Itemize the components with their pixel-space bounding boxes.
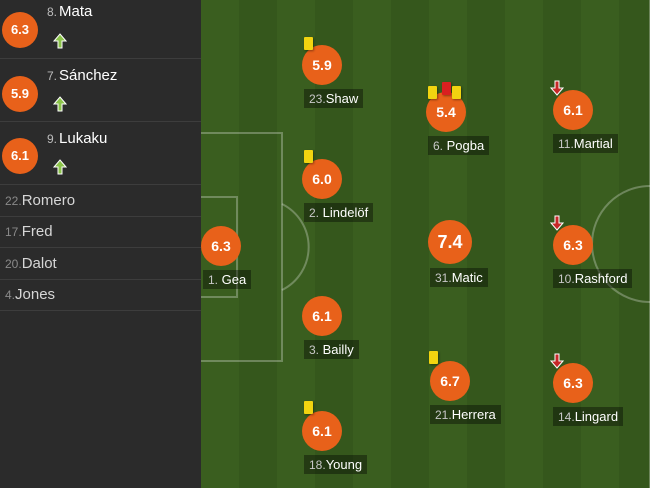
player-number: 6.: [433, 139, 444, 153]
rating-badge: 6.1: [2, 138, 38, 174]
player-number: 18.: [309, 458, 326, 472]
player-name: Mata: [59, 3, 93, 20]
player-name: Pogba: [446, 138, 485, 153]
player-number: 23.: [309, 92, 326, 106]
player-number: 21.: [435, 408, 452, 422]
rating-badge: 6.1: [302, 296, 342, 336]
bench-row[interactable]: 20.Dalot: [0, 248, 201, 280]
sub-off-arrow-icon: [550, 215, 564, 231]
yellow-card-icon: [452, 86, 461, 99]
player-marker[interactable]: 6.3 10.Rashford: [553, 225, 650, 295]
sub-on-arrow-icon: [53, 159, 67, 175]
player-name: Martial: [573, 136, 613, 151]
player-marker[interactable]: 6.0 2. Lindelöf: [302, 159, 422, 229]
yellow-card-icon: [304, 401, 313, 414]
player-name: Dalot: [21, 255, 57, 272]
sub-off-arrow-icon: [550, 80, 564, 96]
player-number: 14.: [558, 410, 575, 424]
player-name: Jones: [15, 286, 56, 303]
player-marker[interactable]: 5.4 6. Pogba: [426, 92, 546, 162]
player-marker[interactable]: 6.7 21.Herrera: [430, 361, 550, 431]
rating-badge: 6.1: [302, 411, 342, 451]
player-number: 1.: [208, 273, 219, 287]
player-marker[interactable]: 7.4 31.Matic: [428, 220, 550, 292]
bench-row[interactable]: 17.Fred: [0, 216, 201, 248]
player-name: Herrera: [451, 407, 496, 422]
pitch: 6.3 1. Gea 5.9 23.Shaw 6.0 2. Lindelöf 6…: [201, 0, 650, 488]
rating-badge: 6.3: [201, 226, 241, 266]
yellow-card-icon: [428, 86, 437, 99]
player-number: 2.: [309, 206, 320, 220]
player-name: Rashford: [574, 271, 628, 286]
player-number: 10.: [558, 272, 575, 286]
player-number: 9.: [47, 132, 58, 146]
yellow-card-icon: [304, 150, 313, 163]
player-number: 7.: [47, 69, 58, 83]
substitute-row[interactable]: 6.1 9.Lukaku: [0, 122, 201, 185]
player-name: Sánchez: [59, 67, 118, 84]
player-name: Lingard: [574, 409, 619, 424]
rating-badge: 6.1: [553, 90, 593, 130]
yellow-card-icon: [304, 37, 313, 50]
bench-row[interactable]: 22.Romero: [0, 185, 201, 217]
player-name: Matic: [451, 270, 483, 285]
rating-badge: 7.4: [428, 220, 472, 264]
sub-off-arrow-icon: [550, 353, 564, 369]
player-name: Lukaku: [59, 130, 108, 147]
bench-row[interactable]: 4.Jones: [0, 279, 201, 311]
substitute-row[interactable]: 5.9 7.Sánchez: [0, 59, 201, 122]
player-marker[interactable]: 6.3 1. Gea: [201, 226, 321, 296]
yellow-card-icon: [429, 351, 438, 364]
rating-badge: 6.3: [553, 225, 593, 265]
sub-on-arrow-icon: [53, 33, 67, 49]
player-number: 31.: [435, 271, 452, 285]
player-number: 3.: [309, 343, 320, 357]
player-name: Lindelöf: [322, 205, 369, 220]
player-marker[interactable]: 6.1 18.Young: [302, 411, 422, 481]
player-number: 20.: [5, 257, 22, 271]
player-number: 11.: [558, 137, 574, 151]
rating-badge: 5.9: [2, 76, 38, 112]
player-marker[interactable]: 6.1 11.Martial: [553, 90, 650, 160]
player-marker[interactable]: 6.1 3. Bailly: [302, 296, 422, 366]
player-number: 22.: [5, 194, 22, 208]
player-name: Fred: [21, 223, 53, 240]
player-name: Shaw: [325, 91, 359, 106]
rating-badge: 6.3: [2, 12, 38, 48]
player-marker[interactable]: 5.9 23.Shaw: [302, 45, 422, 115]
player-name: Romero: [21, 192, 76, 209]
rating-badge: 6.7: [430, 361, 470, 401]
substitute-row[interactable]: 6.3 8.Mata: [0, 0, 201, 59]
red-card-icon: [442, 82, 451, 95]
player-name: Young: [325, 457, 363, 472]
rating-badge: 5.9: [302, 45, 342, 85]
player-marker[interactable]: 6.3 14.Lingard: [553, 363, 650, 433]
player-number: 8.: [47, 5, 58, 19]
player-number: 17.: [5, 225, 22, 239]
player-name: Gea: [221, 272, 247, 287]
player-number: 4.: [5, 288, 16, 302]
rating-badge: 6.0: [302, 159, 342, 199]
substitutes-panel: 6.3 8.Mata 5.9 7.Sánchez 6.1 9.Lukaku 22…: [0, 0, 201, 488]
player-name: Bailly: [322, 342, 354, 357]
rating-badge: 6.3: [553, 363, 593, 403]
sub-on-arrow-icon: [53, 96, 67, 112]
